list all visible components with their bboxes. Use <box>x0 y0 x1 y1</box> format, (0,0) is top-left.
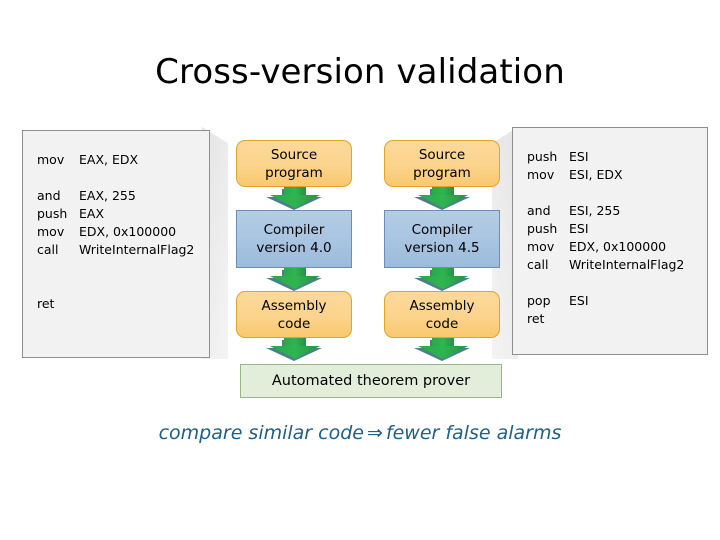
arrow-down-icon <box>236 187 352 210</box>
code-line: mov EDX, 0x100000 <box>527 238 697 256</box>
code-op: mov <box>37 152 65 167</box>
code-op: push <box>527 149 558 164</box>
arrow-down-icon <box>384 268 500 291</box>
page-title: Cross-version validation <box>155 52 565 92</box>
code-op: and <box>37 188 61 203</box>
code-line: push ESI <box>527 148 697 166</box>
arrow-down-icon <box>384 187 500 210</box>
automated-theorem-prover-box: Automated theorem prover <box>240 364 502 398</box>
compile-pipeline-v40: Source program Compiler version 4.0 Asse… <box>236 140 352 361</box>
code-line: and ESI, 255 <box>527 202 697 220</box>
code-arg: WriteInternalFlag2 <box>79 242 195 257</box>
code-op: push <box>37 206 68 221</box>
code-arg: ESI, 255 <box>569 203 621 218</box>
code-op: mov <box>527 239 555 254</box>
assembly-code-box-v40: Assembly code <box>236 291 352 338</box>
code-op: call <box>527 257 549 272</box>
assembly-code-box-v45: Assembly code <box>384 291 500 338</box>
source-program-box-v45: Source program <box>384 140 500 187</box>
assembly-code-block-right: push ESI mov ESI, EDX and ESI, 255 push … <box>512 127 708 355</box>
code-op: and <box>527 203 551 218</box>
automated-theorem-prover-label: Automated theorem prover <box>271 373 471 389</box>
code-op: push <box>527 221 558 236</box>
code-spacer <box>37 277 199 295</box>
code-line: call WriteInternalFlag2 <box>37 241 199 259</box>
caption-text-after: fewer false alarms <box>385 422 562 444</box>
arrow-down-icon <box>384 338 500 361</box>
code-arg: EAX <box>79 206 105 221</box>
compiler-label-line1: Compiler <box>411 222 473 238</box>
source-program-label-line1: Source <box>418 146 466 163</box>
compiler-box-v45: Compiler version 4.5 <box>384 210 500 268</box>
arrow-shaft <box>432 268 454 278</box>
caption-text-before: compare similar code <box>158 422 364 444</box>
code-line: push EAX <box>37 205 199 223</box>
code-arg: EAX, 255 <box>79 188 136 203</box>
compile-pipeline-v45: Source program Compiler version 4.5 Asse… <box>384 140 500 361</box>
code-spacer <box>37 259 199 277</box>
source-program-label-line2: program <box>413 164 471 181</box>
code-op: ret <box>37 296 55 311</box>
assembly-code-label-line1: Assembly <box>409 297 475 314</box>
code-spacer <box>37 169 199 187</box>
compiler-label-line2: version 4.5 <box>404 240 480 256</box>
arrow-shaft <box>432 187 454 197</box>
compiler-label-line2: version 4.0 <box>256 240 332 256</box>
code-op: ret <box>527 311 545 326</box>
code-op: call <box>37 242 59 257</box>
code-line: ret <box>37 295 199 313</box>
assembly-code-block-left: mov EAX, EDX and EAX, 255 push EAX mov E… <box>22 130 210 358</box>
code-op: mov <box>527 167 555 182</box>
assembly-code-label-line1: Assembly <box>261 297 327 314</box>
source-program-label-line2: program <box>265 164 323 181</box>
code-line: mov EAX, EDX <box>37 151 199 169</box>
code-op: mov <box>37 224 65 239</box>
arrow-down-icon <box>236 268 352 291</box>
arrow-down-icon <box>236 338 352 361</box>
caption: compare similar code⇒fewer false alarms <box>0 422 720 444</box>
code-op: pop <box>527 293 551 308</box>
code-line: pop ESI <box>527 292 697 310</box>
code-spacer <box>527 274 697 292</box>
code-arg: EDX, 0x100000 <box>79 224 177 239</box>
code-line: push ESI <box>527 220 697 238</box>
implies-arrow-icon: ⇒ <box>366 422 383 444</box>
code-arg: WriteInternalFlag2 <box>569 257 685 272</box>
arrow-shaft <box>284 187 306 197</box>
code-arg: ESI, EDX <box>569 167 623 182</box>
code-arg: ESI <box>569 221 589 236</box>
code-line: mov ESI, EDX <box>527 166 697 184</box>
arrow-shaft <box>284 338 306 348</box>
code-line: mov EDX, 0x100000 <box>37 223 199 241</box>
assembly-code-label-line2: code <box>425 315 459 332</box>
code-arg: ESI <box>569 149 589 164</box>
code-line: ret <box>527 310 697 328</box>
code-line: and EAX, 255 <box>37 187 199 205</box>
assembly-code-label-line2: code <box>277 315 311 332</box>
code-arg: EDX, 0x100000 <box>569 239 667 254</box>
code-arg: EAX, EDX <box>79 152 139 167</box>
code-arg: ESI <box>569 293 589 308</box>
compiler-label-line1: Compiler <box>263 222 325 238</box>
arrow-shaft <box>284 268 306 278</box>
arrow-shaft <box>432 338 454 348</box>
code-spacer <box>527 184 697 202</box>
code-line: call WriteInternalFlag2 <box>527 256 697 274</box>
source-program-box-v40: Source program <box>236 140 352 187</box>
compiler-box-v40: Compiler version 4.0 <box>236 210 352 268</box>
source-program-label-line1: Source <box>270 146 318 163</box>
